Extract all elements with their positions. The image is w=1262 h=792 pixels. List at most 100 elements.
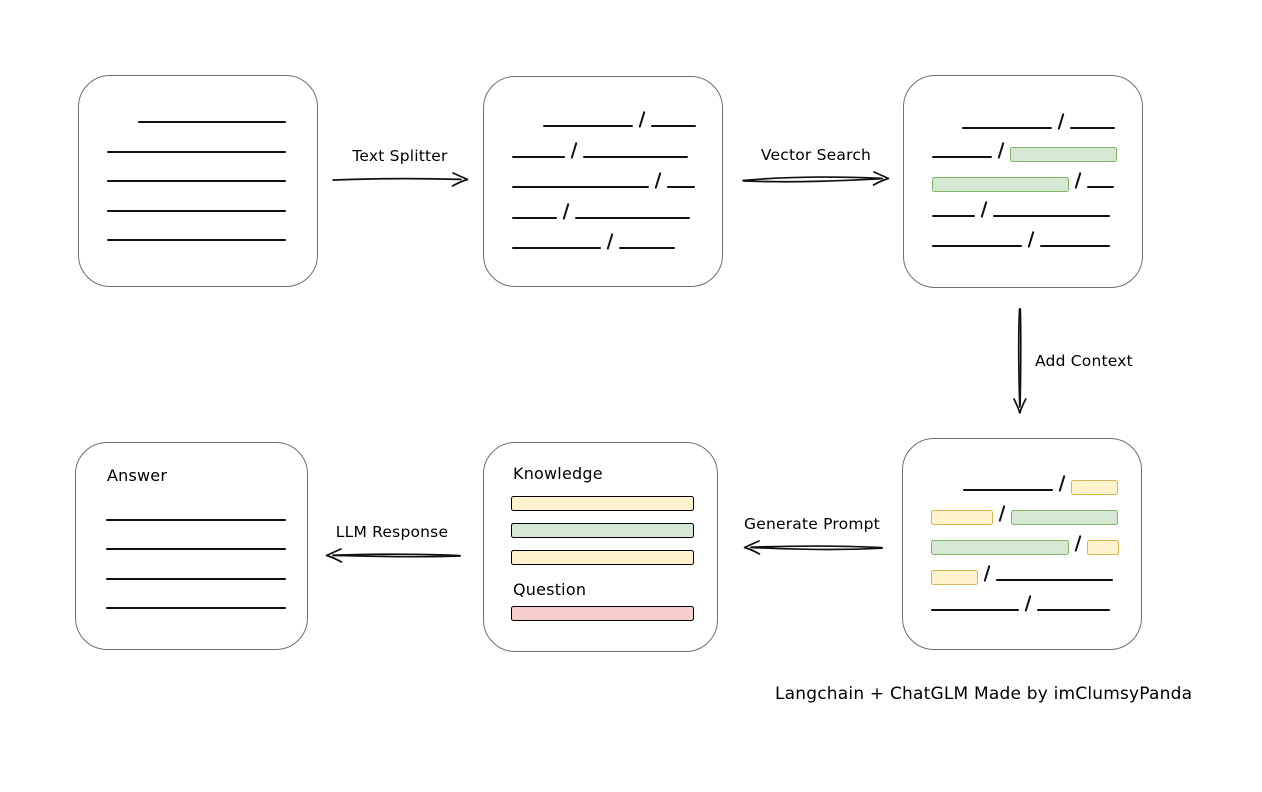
chunk-row (931, 551, 1141, 585)
text-line (932, 244, 1022, 247)
text-line (996, 579, 1114, 581)
answer-box: Answer (75, 442, 308, 650)
slash-separator (638, 111, 646, 128)
chunk-row (106, 491, 307, 521)
question-label: Question (513, 580, 587, 599)
answer-lines (76, 487, 307, 609)
green-highlight-bar (1011, 510, 1119, 525)
vector-search-label: Vector Search (760, 146, 872, 164)
context-chunks-box (902, 438, 1142, 650)
chunk-row (932, 158, 1142, 192)
chunk-row (106, 580, 307, 609)
chunk-row (107, 153, 317, 182)
green-highlight-bar (1010, 147, 1118, 162)
text-line (962, 126, 1052, 129)
chunk-row (512, 127, 722, 159)
text-line (106, 518, 286, 521)
answer-label: Answer (107, 466, 168, 485)
slash-separator (1027, 230, 1035, 248)
green-highlight-bar (932, 176, 1069, 192)
knowledge-label: Knowledge (513, 464, 603, 483)
slash-separator (562, 202, 570, 220)
chunk-row (106, 550, 307, 580)
chunk-row (512, 97, 722, 128)
credit-caption: Langchain + ChatGLM Made by imClumsyPand… (775, 684, 1193, 704)
chunk-row (932, 217, 1142, 248)
yellow-highlight-bar (931, 570, 978, 585)
text-line (512, 155, 565, 158)
text-line (1087, 185, 1115, 188)
text-line (619, 247, 676, 249)
text-line (1040, 244, 1111, 247)
red-bar (511, 606, 694, 621)
text-line (667, 186, 696, 188)
chunk-lines (484, 77, 722, 250)
vector-search-arrow: Vector Search (741, 145, 891, 187)
green-highlight-bar (931, 540, 1069, 555)
text-line (512, 186, 649, 188)
question-bars (511, 606, 717, 633)
add-context-label: Add Context (1035, 352, 1133, 370)
chunk-row (932, 99, 1142, 130)
right-arrow-icon (742, 171, 890, 186)
text-line (963, 489, 1053, 491)
slash-separator (980, 201, 988, 218)
add-context-arrow: Add Context (1011, 307, 1161, 419)
text-line (106, 577, 286, 580)
llm-response-label: LLM Response (335, 523, 449, 541)
left-arrow-icon (743, 540, 883, 555)
text-line (512, 216, 557, 219)
chunk-row (107, 182, 317, 212)
document-lines (79, 76, 317, 241)
text-line (931, 609, 1019, 611)
llm-response-arrow: LLM Response (322, 522, 462, 564)
down-arrow-icon (1013, 308, 1027, 414)
text-line (1070, 126, 1116, 129)
slash-separator (997, 142, 1005, 159)
slash-separator (983, 565, 991, 582)
yellow-highlight-bar (1071, 480, 1119, 495)
chunk-row (931, 581, 1141, 612)
yellow-highlight-bar (931, 510, 993, 525)
source-document-box (78, 75, 318, 287)
slash-separator (1057, 112, 1065, 130)
right-arrow-icon (332, 172, 469, 187)
context-chunk-lines (903, 439, 1141, 612)
text-line (106, 607, 286, 609)
chunk-row (512, 188, 722, 220)
chunk-row (931, 461, 1141, 495)
text-line (1037, 609, 1111, 611)
green-bar (511, 523, 694, 538)
text-line (932, 156, 992, 158)
slash-separator (570, 141, 578, 159)
left-arrow-icon (325, 548, 461, 563)
text-line (932, 215, 975, 217)
slash-separator (1058, 475, 1066, 492)
yellow-bar (511, 496, 694, 511)
chunk-row (107, 123, 317, 153)
chunk-row (512, 219, 722, 250)
slash-separator (654, 172, 662, 189)
text-line (993, 215, 1111, 217)
generate-prompt-arrow: Generate Prompt (740, 514, 884, 556)
slash-separator (998, 505, 1006, 522)
text-line (138, 121, 286, 123)
vector-matches-box (903, 75, 1143, 288)
text-splitter-label: Text Splitter (352, 147, 448, 165)
chunk-row (107, 94, 317, 123)
text-line (107, 180, 286, 182)
yellow-highlight-bar (1087, 540, 1120, 555)
text-line (583, 155, 689, 158)
text-splitter-arrow: Text Splitter (331, 146, 469, 188)
knowledge-bars (511, 496, 717, 577)
chunk-row (931, 491, 1141, 525)
text-line (543, 125, 633, 127)
text-line (106, 548, 286, 550)
chunk-row (932, 129, 1142, 162)
chunk-row (932, 188, 1142, 218)
slash-separator (1074, 535, 1082, 552)
chunk-row (931, 521, 1141, 555)
yellow-bar (511, 550, 694, 565)
text-line (107, 209, 286, 212)
